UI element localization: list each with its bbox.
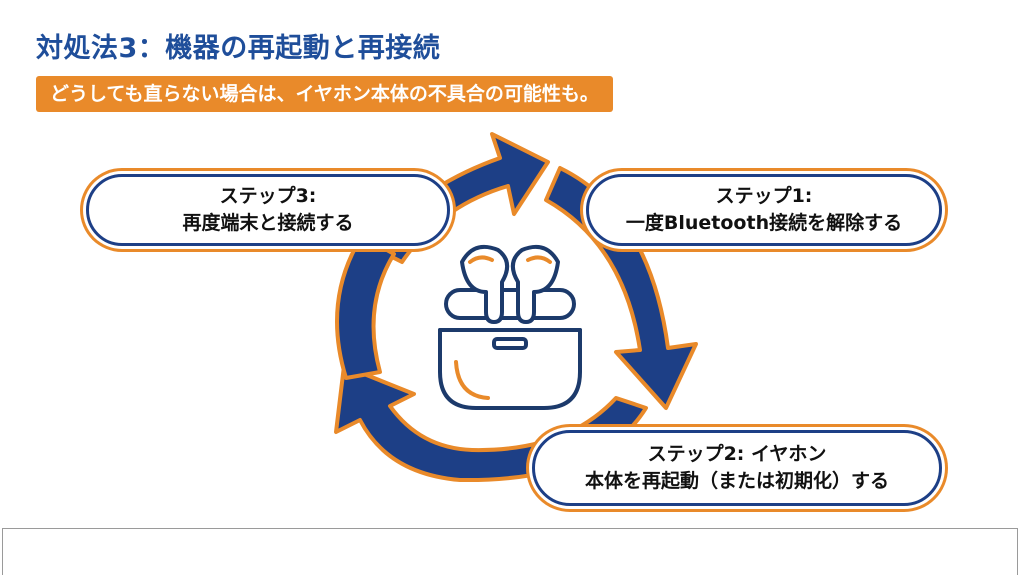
step-3-box: ステップ3: 再度端末と接続する: [86, 174, 450, 246]
step-2-heading: ステップ2: イヤホン: [647, 443, 827, 466]
subtitle-banner: どうしても直らない場合は、イヤホン本体の不具合の可能性も。: [36, 76, 613, 112]
bottom-panel: [2, 528, 1018, 575]
earbuds-case-icon: [438, 245, 582, 410]
step-3-text: 再度端末と接続する: [182, 212, 354, 234]
step-3-heading: ステップ3:: [219, 185, 317, 208]
cycle-arrow-left: [335, 234, 396, 380]
step-1-text: 一度Bluetooth接続を解除する: [625, 212, 903, 234]
step-1-heading: ステップ1:: [715, 185, 813, 208]
step-1-box: ステップ1: 一度Bluetooth接続を解除する: [586, 174, 942, 246]
step-2-text: 本体を再起動（または初期化）する: [584, 470, 889, 492]
page-title: 対処法3：機器の再起動と再接続: [36, 33, 441, 64]
step-2-box: ステップ2: イヤホン 本体を再起動（または初期化）する: [532, 430, 942, 506]
